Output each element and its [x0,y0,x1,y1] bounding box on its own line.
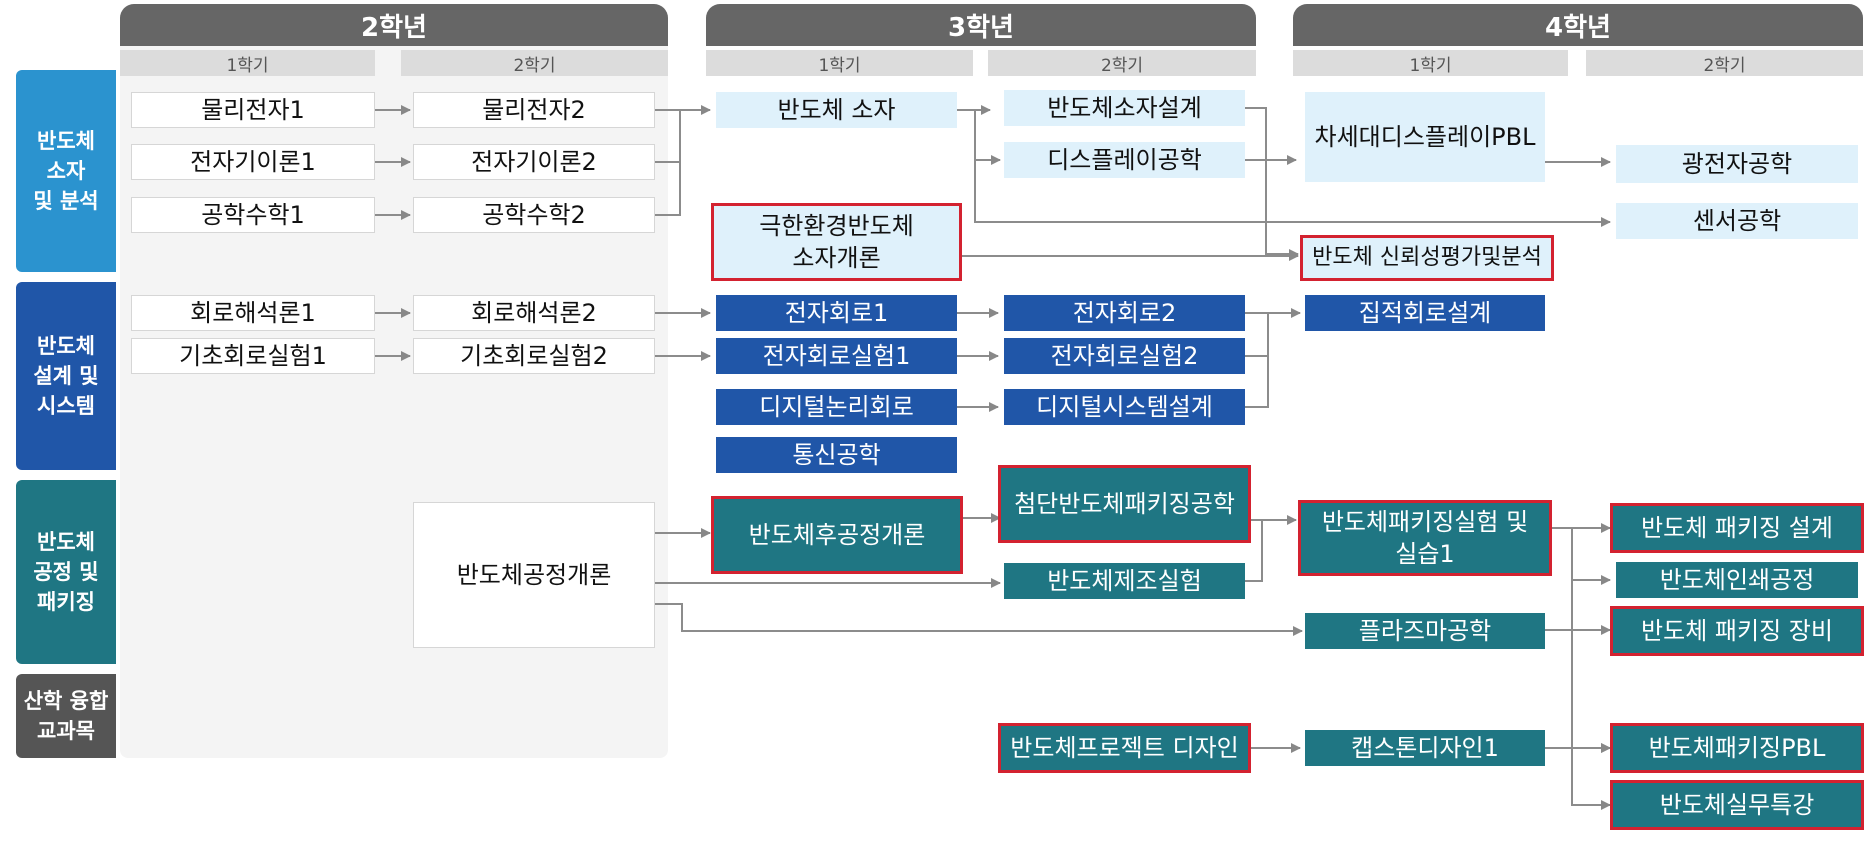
course-plasma-engineering: 플라즈마공학 [1305,613,1545,649]
course-integrated-circuit-design: 집적회로설계 [1305,295,1545,331]
course-packaging-equipment: 반도체 패키징 장비 [1610,606,1864,656]
course-backend-process-intro: 반도체후공정개론 [711,496,963,574]
course-reliability-analysis: 반도체 신뢰성평가및분석 [1300,235,1554,281]
course-electronic-circuit-2: 전자회로2 [1004,295,1245,331]
course-display-engineering: 디스플레이공학 [1004,142,1245,178]
category-device: 반도체 소자 및 분석 [16,70,116,272]
course-basic-circuit-lab-1: 기초회로실험1 [131,338,375,374]
course-physics-electronics-1: 물리전자1 [131,92,375,128]
semester-header: 2학기 [988,50,1256,76]
course-communication-engineering: 통신공학 [716,437,957,473]
course-digital-system-design: 디지털시스템설계 [1004,389,1245,425]
semester-header: 2학기 [1586,50,1863,76]
course-extreme-environment-device: 극한환경반도체 소자개론 [711,203,962,281]
semester-header: 1학기 [706,50,973,76]
course-electromagnetics-2: 전자기이론2 [413,144,655,180]
course-electronic-circuit-lab-2: 전자회로실험2 [1004,338,1245,374]
category-design: 반도체 설계 및 시스템 [16,282,116,470]
course-circuit-analysis-1: 회로해석론1 [131,295,375,331]
course-packaging-design: 반도체 패키징 설계 [1610,503,1864,553]
semester-header: 1학기 [120,50,375,76]
course-digital-logic-circuit: 디지털논리회로 [716,389,957,425]
course-capstone-design: 캡스톤디자인1 [1305,730,1545,766]
course-photonics: 광전자공학 [1616,145,1858,183]
course-basic-circuit-lab-2: 기초회로실험2 [413,338,655,374]
course-physics-electronics-2: 물리전자2 [413,92,655,128]
year-header-3: 3학년 [706,4,1256,46]
course-electronic-circuit-lab-1: 전자회로실험1 [716,338,957,374]
course-device-design: 반도체소자설계 [1004,90,1245,126]
year-header-4: 4학년 [1293,4,1863,46]
course-printing-process: 반도체인쇄공정 [1616,562,1858,598]
category-process: 반도체 공정 및 패키징 [16,480,116,664]
course-industry-practice: 반도체실무특강 [1610,780,1864,830]
semester-header: 2학기 [401,50,668,76]
course-advanced-packaging: 첨단반도체패키징공학 [998,465,1251,543]
course-semiconductor-process-intro: 반도체공정개론 [413,502,655,648]
course-engineering-math-2: 공학수학2 [413,197,655,233]
semester-header: 1학기 [1293,50,1568,76]
course-electronic-circuit-1: 전자회로1 [716,295,957,331]
course-sensor-engineering: 센서공학 [1616,203,1858,239]
course-semiconductor-device: 반도체 소자 [716,92,957,128]
course-fabrication-lab: 반도체제조실험 [1004,563,1245,599]
course-electromagnetics-1: 전자기이론1 [131,144,375,180]
course-packaging-lab: 반도체패키징실험 및 실습1 [1298,500,1552,576]
year-header-2: 2학년 [120,4,668,46]
course-engineering-math-1: 공학수학1 [131,197,375,233]
course-next-gen-display-pbl: 차세대디스플레이PBL [1305,92,1545,182]
course-circuit-analysis-2: 회로해석론2 [413,295,655,331]
course-packaging-pbl: 반도체패키징PBL [1610,723,1864,773]
course-project-design: 반도체프로젝트 디자인 [998,723,1251,773]
category-industry: 산학 융합 교과목 [16,674,116,758]
